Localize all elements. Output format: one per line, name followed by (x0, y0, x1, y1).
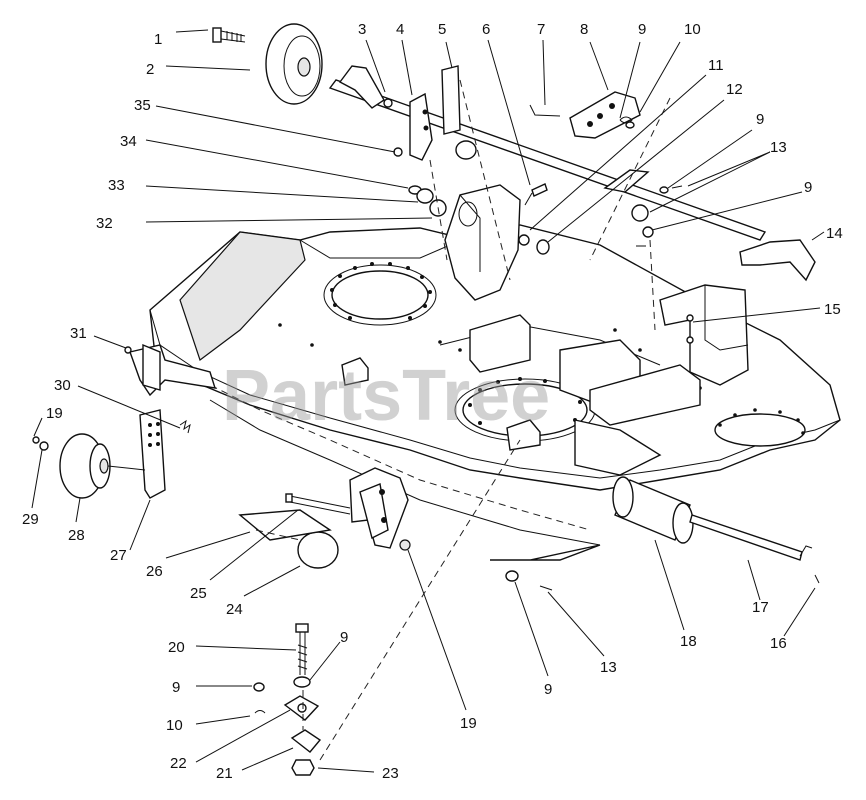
callout-20: 20 (168, 639, 185, 656)
rear-roller-assembly (490, 476, 820, 591)
callout-32: 32 (96, 215, 113, 232)
callout-29: 29 (22, 511, 39, 528)
watermark: PartsTree (222, 356, 550, 436)
callout-19-bottom: 19 (460, 715, 477, 732)
callout-8: 8 (580, 21, 588, 38)
callout-27: 27 (110, 547, 127, 564)
mower-deck (149, 224, 841, 546)
callout-numbers: 1 2 3 4 5 6 7 8 9 10 11 12 9 13 9 14 35 … (22, 21, 843, 782)
leader-lines (31, 29, 825, 773)
callout-15: 15 (824, 301, 841, 318)
callout-7: 7 (537, 21, 545, 38)
callout-24: 24 (226, 601, 243, 618)
callout-9-bottom: 9 (544, 681, 552, 698)
callout-31: 31 (70, 325, 87, 342)
callout-13-top: 13 (770, 139, 787, 156)
callout-9-stack-mid: 9 (172, 679, 180, 696)
callout-14: 14 (826, 225, 843, 242)
callout-25: 25 (190, 585, 207, 602)
callout-13-bottom: 13 (600, 659, 617, 676)
left-wheel-assembly (32, 343, 217, 499)
callout-18: 18 (680, 633, 697, 650)
callout-9-right-lower: 9 (804, 179, 812, 196)
front-axle-assembly (212, 23, 816, 331)
anti-scalp-roller-assembly (238, 467, 411, 569)
callout-23: 23 (382, 765, 399, 782)
callout-9-top: 9 (638, 21, 646, 38)
callout-2: 2 (146, 61, 154, 78)
callout-6: 6 (482, 21, 490, 38)
callout-26: 26 (146, 563, 163, 580)
callout-22: 22 (170, 755, 187, 772)
callout-35: 35 (134, 97, 151, 114)
callout-10-stack: 10 (166, 717, 183, 734)
callout-16: 16 (770, 635, 787, 652)
callout-10-top: 10 (684, 21, 701, 38)
callout-21: 21 (216, 765, 233, 782)
callout-11: 11 (708, 57, 724, 74)
callout-33: 33 (108, 177, 125, 194)
callout-3: 3 (358, 21, 366, 38)
callout-1: 1 (154, 31, 162, 48)
callout-9-stack-top: 9 (340, 629, 348, 646)
callout-19-left: 19 (46, 405, 63, 422)
callout-17: 17 (752, 599, 769, 616)
callout-28: 28 (68, 527, 85, 544)
callout-5: 5 (438, 21, 446, 38)
lower-hardware-stack (253, 439, 521, 776)
callout-34: 34 (120, 133, 137, 150)
callout-12: 12 (726, 81, 743, 98)
callout-9-right-upper: 9 (756, 111, 764, 128)
callout-30: 30 (54, 377, 71, 394)
callout-4: 4 (396, 21, 404, 38)
